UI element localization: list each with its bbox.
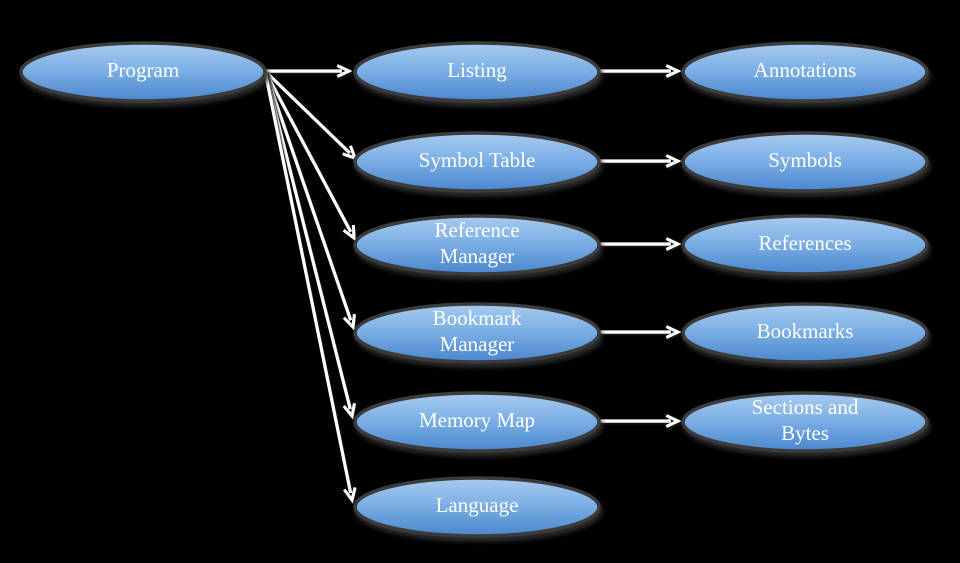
node-label: Language [436,493,519,517]
node-memory-map[interactable]: Memory Map [353,391,601,453]
node-ellipse[interactable] [681,131,929,193]
arrowhead-open-chevron [343,487,357,504]
node-ellipse[interactable] [353,302,601,364]
edge-program-to-memory-map [263,70,356,420]
node-label: Memory Map [419,408,535,432]
arrowhead-open-chevron [665,414,682,428]
node-ellipse[interactable] [353,476,601,538]
node-references[interactable]: References [681,214,929,276]
edge-bookmark-manager-to-bookmarks [599,325,682,339]
node-label: Manager [440,244,515,268]
node-bookmarks[interactable]: Bookmarks [681,302,929,364]
node-ellipse[interactable] [353,214,601,276]
edge-listing-to-annotations [599,64,682,78]
node-ellipse[interactable] [681,41,929,103]
node-ellipse[interactable] [19,41,267,103]
node-label: References [758,231,851,255]
edges-layer [263,64,682,504]
node-ellipse[interactable] [681,391,929,453]
node-label: Sections and [752,395,859,419]
arrowhead-open-chevron [342,224,356,242]
node-label: Annotations [754,58,857,82]
edge-line [263,70,352,410]
node-label: Bookmarks [757,319,854,343]
arrowhead-open-chevron [665,325,682,339]
node-ellipse[interactable] [353,131,601,193]
edge-line [263,70,353,494]
node-language[interactable]: Language [353,476,601,538]
edge-program-to-reference-manager [263,70,356,242]
node-program[interactable]: Program [19,41,267,103]
arrowhead-open-chevron [665,237,682,251]
node-label: Bookmark [433,306,522,330]
node-ellipse[interactable] [681,302,929,364]
node-ellipse[interactable] [681,214,929,276]
arrowhead-open-chevron [665,154,682,168]
node-label: Listing [447,58,507,82]
edge-line [263,70,353,321]
node-listing[interactable]: Listing [353,41,601,103]
edge-program-to-bookmark-manager [263,70,356,331]
node-label: Manager [440,332,515,356]
node-symbol-table[interactable]: Symbol Table [353,131,601,193]
edge-line [263,69,351,155]
arrowhead-open-chevron [342,402,356,420]
node-ellipse[interactable] [353,391,601,453]
edge-memory-map-to-sections-bytes [599,414,682,428]
edge-program-to-listing [265,64,353,78]
node-annotations[interactable]: Annotations [681,41,929,103]
edge-symbol-table-to-symbols [599,154,682,168]
edge-line [263,70,353,233]
node-label: Reference [434,218,519,242]
edge-reference-manager-to-references [599,237,682,251]
arrowhead-open-chevron [665,64,682,78]
node-label: Symbol Table [419,148,536,172]
arrowhead-open-chevron [342,313,356,331]
edge-program-to-language [263,70,357,504]
node-symbols[interactable]: Symbols [681,131,929,193]
node-label: Bytes [781,421,829,445]
arrowhead-open-chevron [336,64,353,78]
node-ellipse[interactable] [353,41,601,103]
node-label: Program [107,58,179,82]
node-label: Symbols [768,148,842,172]
